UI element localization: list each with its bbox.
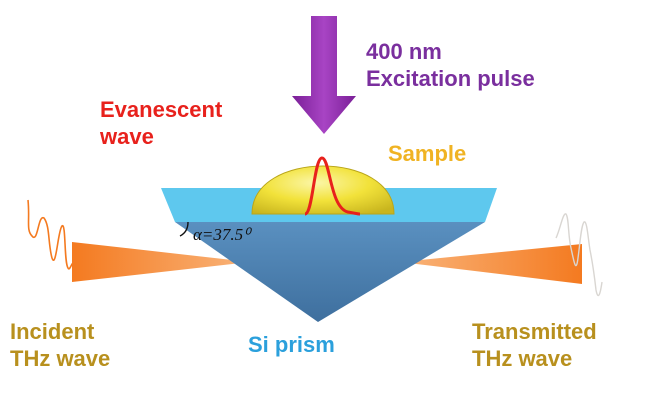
incident-thz-beam — [72, 242, 250, 282]
incident-line-1: Incident — [10, 319, 95, 344]
si-prism-body — [175, 222, 485, 322]
evanescent-line-1: Evanescent — [100, 97, 223, 122]
angle-arc — [179, 221, 189, 237]
sample-dome — [251, 165, 395, 215]
si-prism-label: Si prism — [248, 332, 335, 357]
excitation-line-1: 400 nm — [366, 39, 442, 64]
excitation-pulse-label: 400 nm Excitation pulse — [366, 38, 535, 92]
sample-label: Sample — [388, 141, 467, 166]
incident-line-2: THz wave — [10, 346, 111, 371]
evanescent-wave-label: Evanescent wave — [100, 96, 222, 150]
transmitted-thz-beam — [400, 244, 582, 284]
excitation-line-2: Excitation pulse — [366, 66, 535, 91]
evanescent-pulse-curve — [303, 156, 361, 216]
incident-thz-label: Incident THz wave — [10, 318, 110, 372]
excitation-arrow — [292, 16, 356, 134]
transmitted-line-2: THz wave — [472, 346, 573, 371]
transmitted-thz-label: Transmitted THz wave — [472, 318, 597, 372]
angle-label: α=37.5⁰ — [193, 225, 252, 244]
transmitted-line-1: Transmitted — [472, 319, 597, 344]
evanescent-line-2: wave — [100, 124, 154, 149]
incident-thz-waveform — [27, 199, 75, 270]
transmitted-thz-waveform — [555, 213, 603, 297]
